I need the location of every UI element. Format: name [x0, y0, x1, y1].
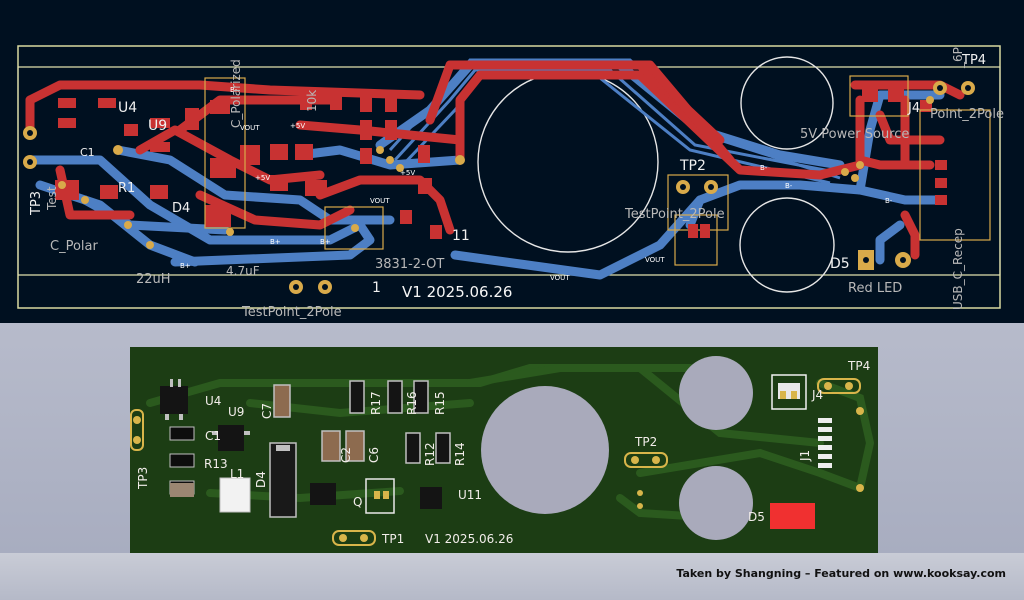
- net-label-b-minus: B-: [785, 182, 793, 190]
- silk-r13: R13: [204, 457, 228, 471]
- render-silkscreen: U4 U9 C7 C1 R13 L1 D4 TP3 C2 C6 R17 R16 …: [136, 359, 870, 546]
- fab-10k: 10k: [305, 90, 319, 112]
- fab-testpoint-2pole-mid: TestPoint_2Pole: [624, 207, 725, 222]
- silk-d5: D5: [748, 510, 765, 524]
- layout-label-d4: D4: [172, 201, 190, 216]
- layout-canvas: B- B- B- B- B+ B+ B+ VOUT VOUT VOUT VOUT…: [17, 45, 1004, 320]
- net-label-vout: VOUT: [240, 124, 260, 132]
- silk-r12: R12: [423, 442, 437, 466]
- silk-tp4: TP4: [847, 359, 870, 373]
- fab-red-led: Red LED: [848, 281, 902, 296]
- silk-version: V1 2025.06.26: [425, 532, 513, 546]
- cutout-top: [679, 356, 753, 430]
- fab-c-polarized: C_Polarized: [229, 59, 243, 128]
- silk-c1: C1: [205, 429, 221, 443]
- silk-q: Q: [353, 495, 362, 509]
- pcb-3d-render-view[interactable]: U4 U9 C7 C1 R13 L1 D4 TP3 C2 C6 R17 R16 …: [0, 323, 1024, 553]
- layout-label-tp1: 1: [372, 280, 381, 296]
- layout-designators: TP3 U4 U9 C1 R1 D4 TP2 TP4 J4 D5 11 1: [29, 53, 986, 296]
- silk-u4: U4: [205, 394, 221, 408]
- net-label-b-plus: B+: [320, 238, 331, 246]
- render-components: [160, 374, 832, 529]
- layout-label-tp4: TP4: [961, 53, 986, 68]
- silk-c6: C6: [367, 447, 381, 463]
- fab-part-u11: 3831-2-OT: [375, 257, 444, 272]
- silk-j1: J1: [798, 450, 812, 462]
- layout-label-r1: R1: [118, 181, 135, 196]
- silk-c2: C2: [339, 447, 353, 463]
- mount-hole-top: [740, 56, 834, 150]
- silk-r16: R16: [405, 391, 419, 415]
- layout-label-tp2: TP2: [679, 158, 706, 174]
- net-label-vout: VOUT: [550, 274, 570, 282]
- silk-u11: U11: [458, 488, 482, 502]
- layout-label-j4: J4: [907, 101, 920, 116]
- layout-fab-text: C_Polar C_Polarized 10k TestPoint_2Pole …: [45, 47, 1004, 320]
- silk-j4: J4: [811, 388, 823, 402]
- fab-testpoint-2pole-left: TestPoint_2Pole: [241, 305, 342, 320]
- net-label-b-plus: B+: [270, 238, 281, 246]
- fab-usb-c-receptacle: USB_C_Recep: [951, 228, 965, 310]
- front-copper-traces: [25, 60, 965, 260]
- render-canvas: U4 U9 C7 C1 R13 L1 D4 TP3 C2 C6 R17 R16 …: [130, 347, 878, 553]
- net-label-b-minus: B-: [760, 164, 768, 172]
- silk-d4: D4: [254, 471, 268, 488]
- vias: [58, 96, 934, 249]
- caption-bar: Taken by Shangning – Featured on www.koo…: [0, 553, 1024, 600]
- net-label-b-plus: B+: [180, 262, 191, 270]
- photo-credit: Taken by Shangning – Featured on www.koo…: [676, 567, 1006, 580]
- fab-4-7uf: 4.7uF: [226, 264, 260, 278]
- net-label-b-minus: B-: [885, 197, 893, 205]
- layout-version-text: V1 2025.06.26: [402, 283, 512, 301]
- fab-5v-power-source: 5V Power Source: [800, 127, 909, 142]
- silk-l1: L1: [230, 467, 244, 481]
- silk-c7: C7: [260, 403, 274, 419]
- silk-r15: R15: [433, 391, 447, 415]
- fab-test: Test: [45, 186, 59, 211]
- fab-c-polar: C_Polar: [50, 239, 98, 254]
- mount-hole-large: [477, 71, 659, 253]
- layout-label-u9: U9: [148, 118, 167, 134]
- silk-tp3: TP3: [136, 467, 150, 490]
- layout-label-tp3: TP3: [29, 191, 44, 216]
- mount-hole-bottom: [739, 197, 835, 293]
- net-label-b-minus: B-: [230, 86, 238, 94]
- layout-label-u4: U4: [118, 100, 137, 116]
- net-label-vout: VOUT: [645, 256, 665, 264]
- silk-tp2: TP2: [634, 435, 657, 449]
- th-pads: [23, 81, 975, 294]
- silk-r17: R17: [369, 391, 383, 415]
- net-label-5v: +5V: [290, 122, 305, 130]
- cutout-bottom: [679, 466, 753, 540]
- net-label-5v: +5V: [255, 174, 270, 182]
- led-red: [770, 503, 815, 529]
- silk-r14: R14: [453, 442, 467, 466]
- cutout-large: [481, 386, 609, 514]
- pcb-layout-view[interactable]: B- B- B- B- B+ B+ B+ VOUT VOUT VOUT VOUT…: [0, 0, 1024, 323]
- fab-point-2pole: Point_2Pole: [930, 107, 1004, 122]
- silk-u9: U9: [228, 405, 244, 419]
- layout-label-d5: D5: [830, 256, 850, 272]
- layout-label-u11: 11: [452, 228, 470, 244]
- layout-label-c1: C1: [80, 146, 95, 159]
- render-testpoints: [130, 378, 864, 546]
- silk-tp1: TP1: [381, 532, 404, 546]
- fab-22uh: 22uH: [136, 272, 171, 287]
- net-labels: B- B- B- B- B+ B+ B+ VOUT VOUT VOUT VOUT…: [180, 86, 893, 282]
- net-label-vout: VOUT: [370, 197, 390, 205]
- smd-pads: [55, 90, 947, 239]
- fab-usb-6p: _6P: [951, 47, 965, 69]
- net-label-5v: +5V: [400, 169, 415, 177]
